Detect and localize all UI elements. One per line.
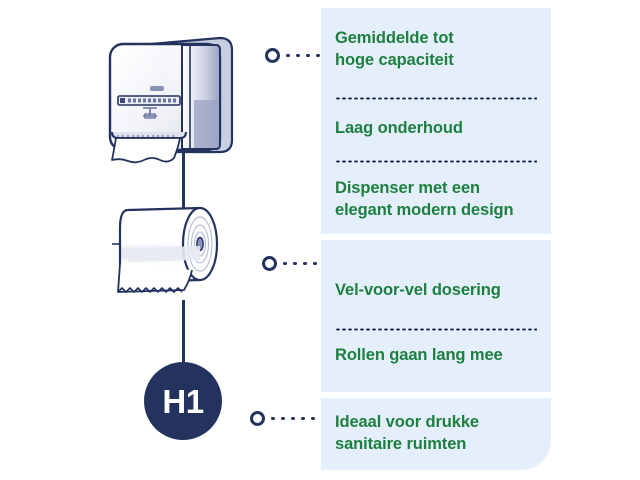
feature-panel-usage: Ideaal voor drukke sanitaire ruimten xyxy=(321,398,551,470)
dot-icon xyxy=(306,53,310,58)
feature-item: Vel-voor-vel dosering xyxy=(335,281,501,299)
ring-bullet-icon xyxy=(262,256,277,271)
dot-icon xyxy=(303,261,307,266)
connector-top xyxy=(265,48,326,63)
product-code-label: H1 xyxy=(162,382,204,420)
dot-icon xyxy=(296,53,300,58)
dot-icon xyxy=(291,416,295,421)
connector-line-roll-to-badge xyxy=(182,300,185,362)
dot-icon xyxy=(313,261,317,266)
dot-icon xyxy=(293,261,297,266)
dot-icon xyxy=(271,416,275,421)
feature-item: Ideaal voor drukke sanitaire ruimten xyxy=(335,413,480,453)
feature-item: Rollen gaan lang mee xyxy=(335,346,503,364)
feature-separator xyxy=(335,160,537,163)
paper-roll-illustration xyxy=(110,198,232,313)
ring-bullet-icon xyxy=(265,48,280,63)
dot-icon xyxy=(316,53,320,58)
feature-separator xyxy=(335,97,537,100)
feature-item: Laag onderhoud xyxy=(335,119,463,137)
connector-line-dispenser-to-roll xyxy=(182,140,185,215)
feature-separator xyxy=(335,328,537,331)
dot-icon xyxy=(283,261,287,266)
dot-icon xyxy=(281,416,285,421)
connector-bottom xyxy=(250,411,331,426)
feature-item: Dispenser met een elegant modern design xyxy=(335,179,514,219)
ring-bullet-icon xyxy=(250,411,265,426)
product-code-badge: H1 xyxy=(144,362,222,440)
feature-item: Gemiddelde tot hoge capaciteit xyxy=(335,29,454,69)
dot-icon xyxy=(301,416,305,421)
connector-top-dots xyxy=(286,53,326,58)
dispenser-illustration xyxy=(98,28,266,183)
feature-panel-capacity: Gemiddelde tot hoge capaciteit Laag onde… xyxy=(321,8,551,234)
dot-icon xyxy=(311,416,315,421)
dot-icon xyxy=(286,53,290,58)
feature-panel-dosing: Vel-voor-vel dosering Rollen gaan lang m… xyxy=(321,240,551,392)
